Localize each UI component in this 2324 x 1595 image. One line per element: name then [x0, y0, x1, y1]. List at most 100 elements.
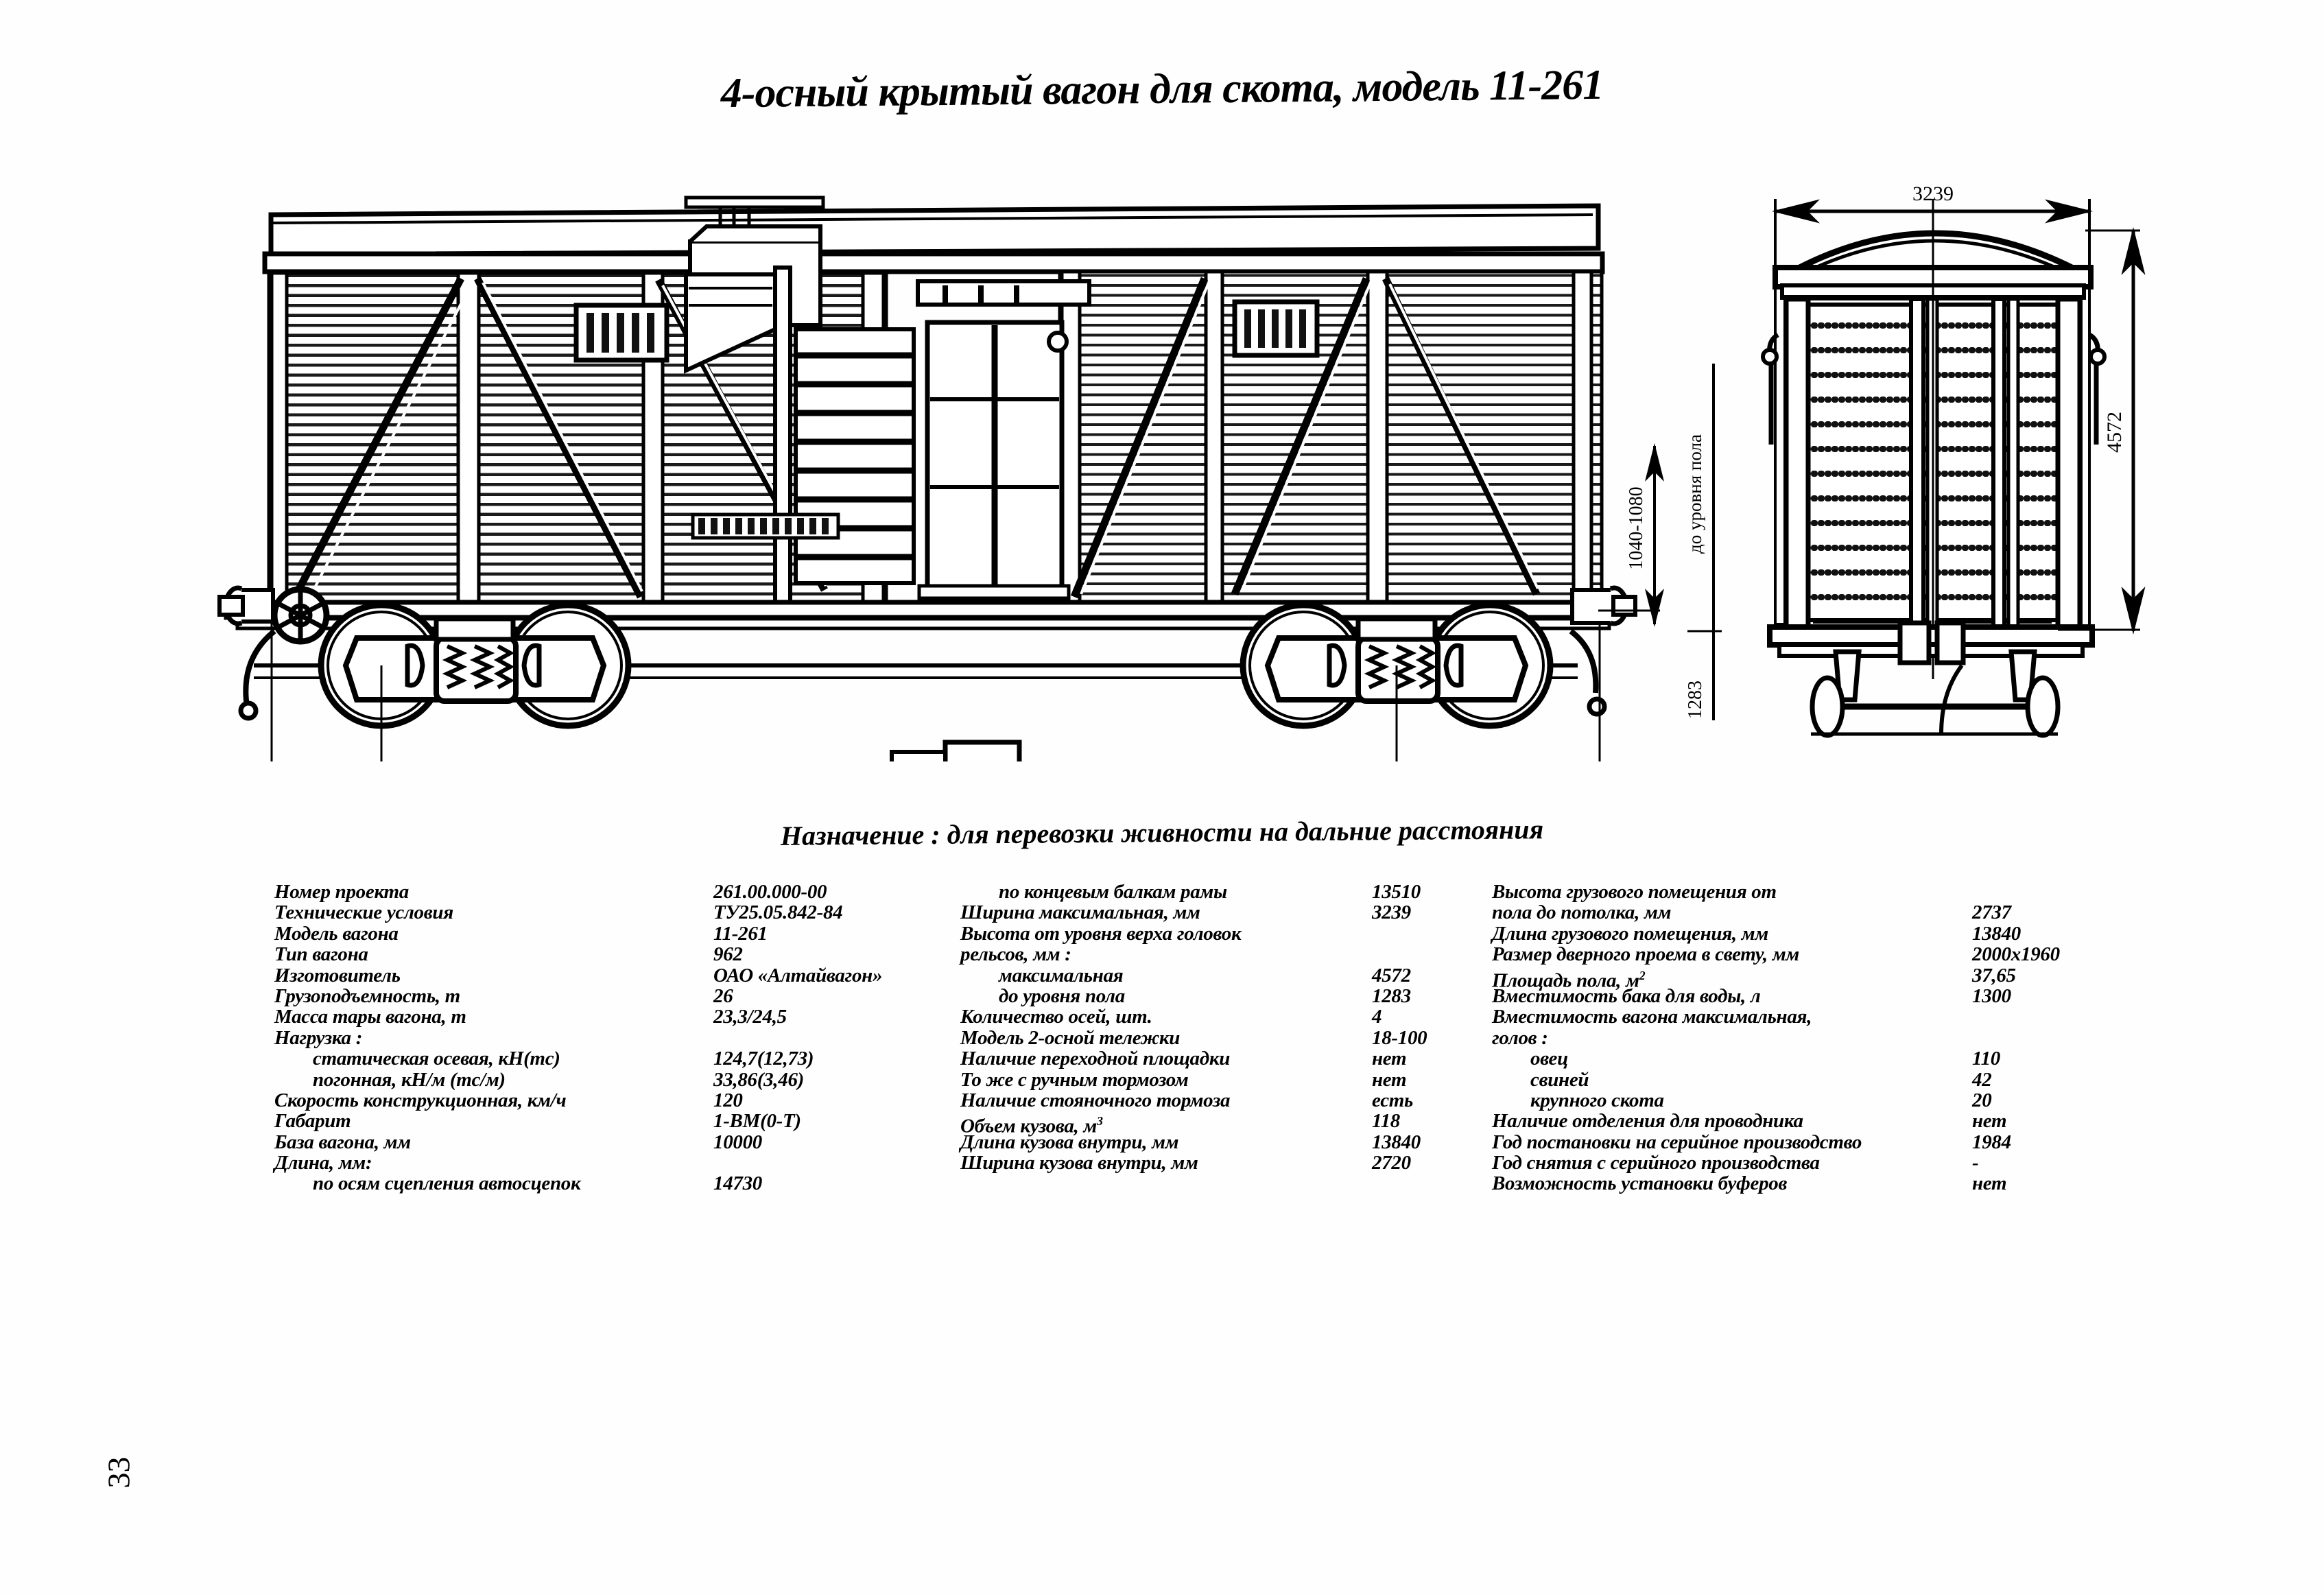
spec-row: Модель вагона 11-261: [274, 922, 768, 945]
spec-label: Модель вагона: [274, 922, 399, 945]
spec-value: 1283: [1372, 984, 1411, 1007]
spec-value: 11-261: [713, 922, 768, 945]
spec-value: 33,86(3,46): [713, 1068, 805, 1091]
spec-value: нет: [1372, 1048, 1407, 1070]
spec-label: максимальная: [999, 964, 1124, 986]
spec-row: Высота от уровня верха головок: [960, 923, 1413, 944]
spec-row: статическая осевая, кН(тс)124,7(12,73): [274, 1048, 814, 1070]
spec-label: Длина грузового помещения, мм: [1492, 922, 1768, 945]
spec-label: овец: [1530, 1048, 1568, 1070]
page-number: 33: [101, 1456, 137, 1489]
spec-row: База вагона, мм 10000: [274, 1131, 762, 1153]
spec-label: Номер проекта: [274, 881, 409, 903]
vent-grille-left: [573, 303, 669, 363]
spec-row: Высота грузового помещения от: [1492, 881, 1972, 903]
spec-value: 2720: [1372, 1152, 1411, 1174]
dimension-floor-level: 1283: [1685, 681, 1706, 719]
spec-value: 14730: [713, 1172, 763, 1195]
spec-label: Грузоподъемность, т: [274, 984, 460, 1007]
spec-value: 26: [713, 984, 733, 1007]
spec-label: Возможность установки буферов: [1492, 1172, 1788, 1195]
spec-value: 3239: [1372, 901, 1411, 924]
spec-row: Вместимость бака для воды, л 1300: [1492, 984, 2011, 1007]
vent-grille-right: [1232, 299, 1320, 358]
spec-row: рельсов, мм :: [960, 944, 1413, 965]
spec-label: Высота грузового помещения от: [1492, 881, 1777, 903]
dimension-coupler-height: 1040-1080: [1626, 486, 1647, 569]
spec-value: 13840: [1372, 1131, 1421, 1153]
spec-value: 2000х1960: [1972, 943, 2060, 966]
coupler-left: [217, 585, 275, 626]
dimension-max-height: 4572: [2103, 412, 2126, 453]
spec-row: до уровня пола 1283: [960, 984, 1413, 1007]
spec-row: Размер дверного проема в свету, мм 2000х1…: [1492, 943, 2060, 966]
spec-value: -: [1972, 1152, 1979, 1174]
spec-label: пола до потолка, мм: [1492, 901, 1672, 924]
spec-value: есть: [1372, 1089, 1413, 1111]
spec-value: 962: [713, 943, 743, 966]
page-title: 4-осный крытый вагон для скота, модель 1…: [720, 61, 1604, 117]
end-view-dimensions: 3239 4572: [1772, 182, 2146, 635]
spec-row: Номер проекта 261.00.000-00: [274, 881, 827, 903]
spec-value: 10000: [713, 1131, 763, 1153]
spec-label: до уровня пола: [999, 984, 1125, 1007]
spec-value: 261.00.000-00: [713, 881, 827, 903]
spec-row: пола до потолка, мм 2737: [1492, 901, 2011, 924]
spec-row: голов :: [1492, 1027, 1972, 1048]
spec-row: Длина грузового помещения, мм 13840: [1492, 922, 2021, 945]
centre-equipment-group: [684, 196, 1091, 613]
spec-label: Вместимость бака для воды, л: [1492, 984, 1761, 1007]
spec-row: погонная, кН/м (тс/м) 33,86(3,46): [274, 1068, 804, 1091]
dimension-max-width: 3239: [1912, 182, 1954, 205]
spec-label: Наличие переходной площадки: [960, 1048, 1231, 1070]
spec-value: нет: [1972, 1172, 2007, 1195]
spec-label: База вагона, мм: [274, 1131, 411, 1153]
dimension-floor-level-label: до уровня пола: [1685, 434, 1705, 554]
bogie-left: [318, 602, 632, 729]
spec-label: Масса тары вагона, т: [274, 1006, 466, 1028]
spec-value: 13510: [1372, 881, 1421, 903]
ladder: [794, 327, 916, 585]
spec-label: крупного скота: [1530, 1089, 1664, 1111]
sliding-door: [917, 320, 1071, 600]
spec-label: свиней: [1530, 1068, 1589, 1091]
spec-value: 1300: [1972, 984, 2011, 1007]
spec-value: 1984: [1972, 1131, 2011, 1153]
spec-row: Длина кузова внутри, мм 13840: [960, 1131, 1421, 1153]
spec-label: Количество осей, шт.: [960, 1006, 1152, 1028]
spec-label: Модель 2-осной тележки: [960, 1026, 1181, 1049]
spec-label: Площадь пола, м2: [1492, 968, 1646, 992]
spec-row: Количество осей, шт.4: [960, 1006, 1413, 1028]
spec-row: Наличие переходной площадки нет: [960, 1048, 1413, 1070]
spec-row: Нагрузка :: [274, 1027, 713, 1048]
spec-label: Ширина максимальная, мм: [960, 901, 1200, 924]
spec-label: Длина, мм:: [274, 1152, 372, 1174]
end-view-group: [1761, 199, 2107, 738]
spec-label: Высота от уровня верха головок: [960, 922, 1242, 945]
spec-value: 13840: [1972, 922, 2021, 945]
spec-label: Длина кузова внутри, мм: [960, 1131, 1179, 1153]
spec-value: 120: [713, 1089, 743, 1111]
handbrake-wheel-left: [238, 586, 330, 721]
spec-value: нет: [1972, 1110, 2007, 1133]
spec-label: Размер дверного проема в свету, мм: [1492, 943, 1799, 966]
spec-value: нет: [1372, 1068, 1407, 1091]
spec-value: 2737: [1972, 901, 2011, 924]
side-view-group: [217, 196, 1637, 761]
spec-label: погонная, кН/м (тс/м): [313, 1068, 506, 1091]
